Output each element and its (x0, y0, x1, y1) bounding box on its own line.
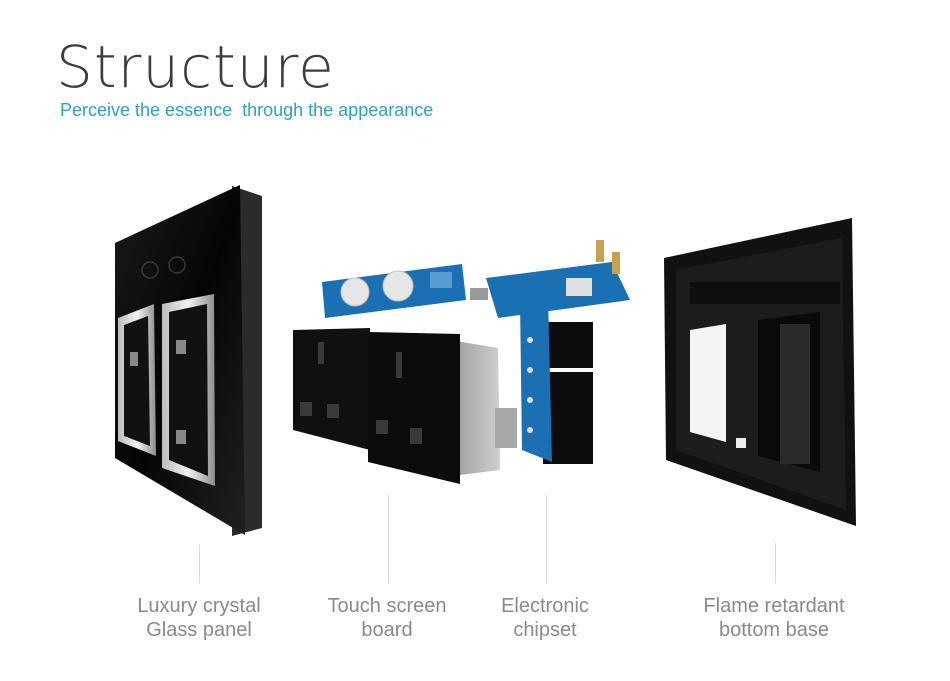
leader-line-glass-panel (199, 545, 200, 583)
caption-bottom-base: Flame retardant bottom base (674, 594, 874, 642)
caption-glass-panel-line1: Luxury crystal (137, 595, 261, 617)
leader-line-chipset (546, 495, 547, 583)
page-title: Structure (56, 33, 335, 101)
electronic-chipset-illustration (470, 240, 630, 464)
caption-bottom-base-line2: bottom base (718, 619, 830, 641)
caption-touch-board: Touch screen board (287, 594, 487, 642)
caption-chipset: Electronic chipset (445, 594, 645, 642)
caption-chipset-line2: chipset (513, 619, 577, 641)
caption-glass-panel-line2: Glass panel (146, 619, 252, 641)
caption-chipset-line1: Electronic (501, 595, 589, 617)
leader-line-touch-board (388, 495, 389, 583)
page-subtitle: Perceive the essence through the appeara… (60, 100, 434, 120)
touch-screen-board-illustration (293, 264, 517, 484)
bottom-base-illustration (664, 218, 856, 526)
glass-panel-illustration (115, 185, 262, 536)
caption-glass-panel: Luxury crystal Glass panel (99, 594, 299, 642)
caption-bottom-base-line1: Flame retardant (703, 595, 845, 617)
leader-line-bottom-base (775, 543, 776, 583)
caption-touch-board-line2: board (361, 619, 413, 641)
caption-touch-board-line1: Touch screen (327, 595, 447, 617)
